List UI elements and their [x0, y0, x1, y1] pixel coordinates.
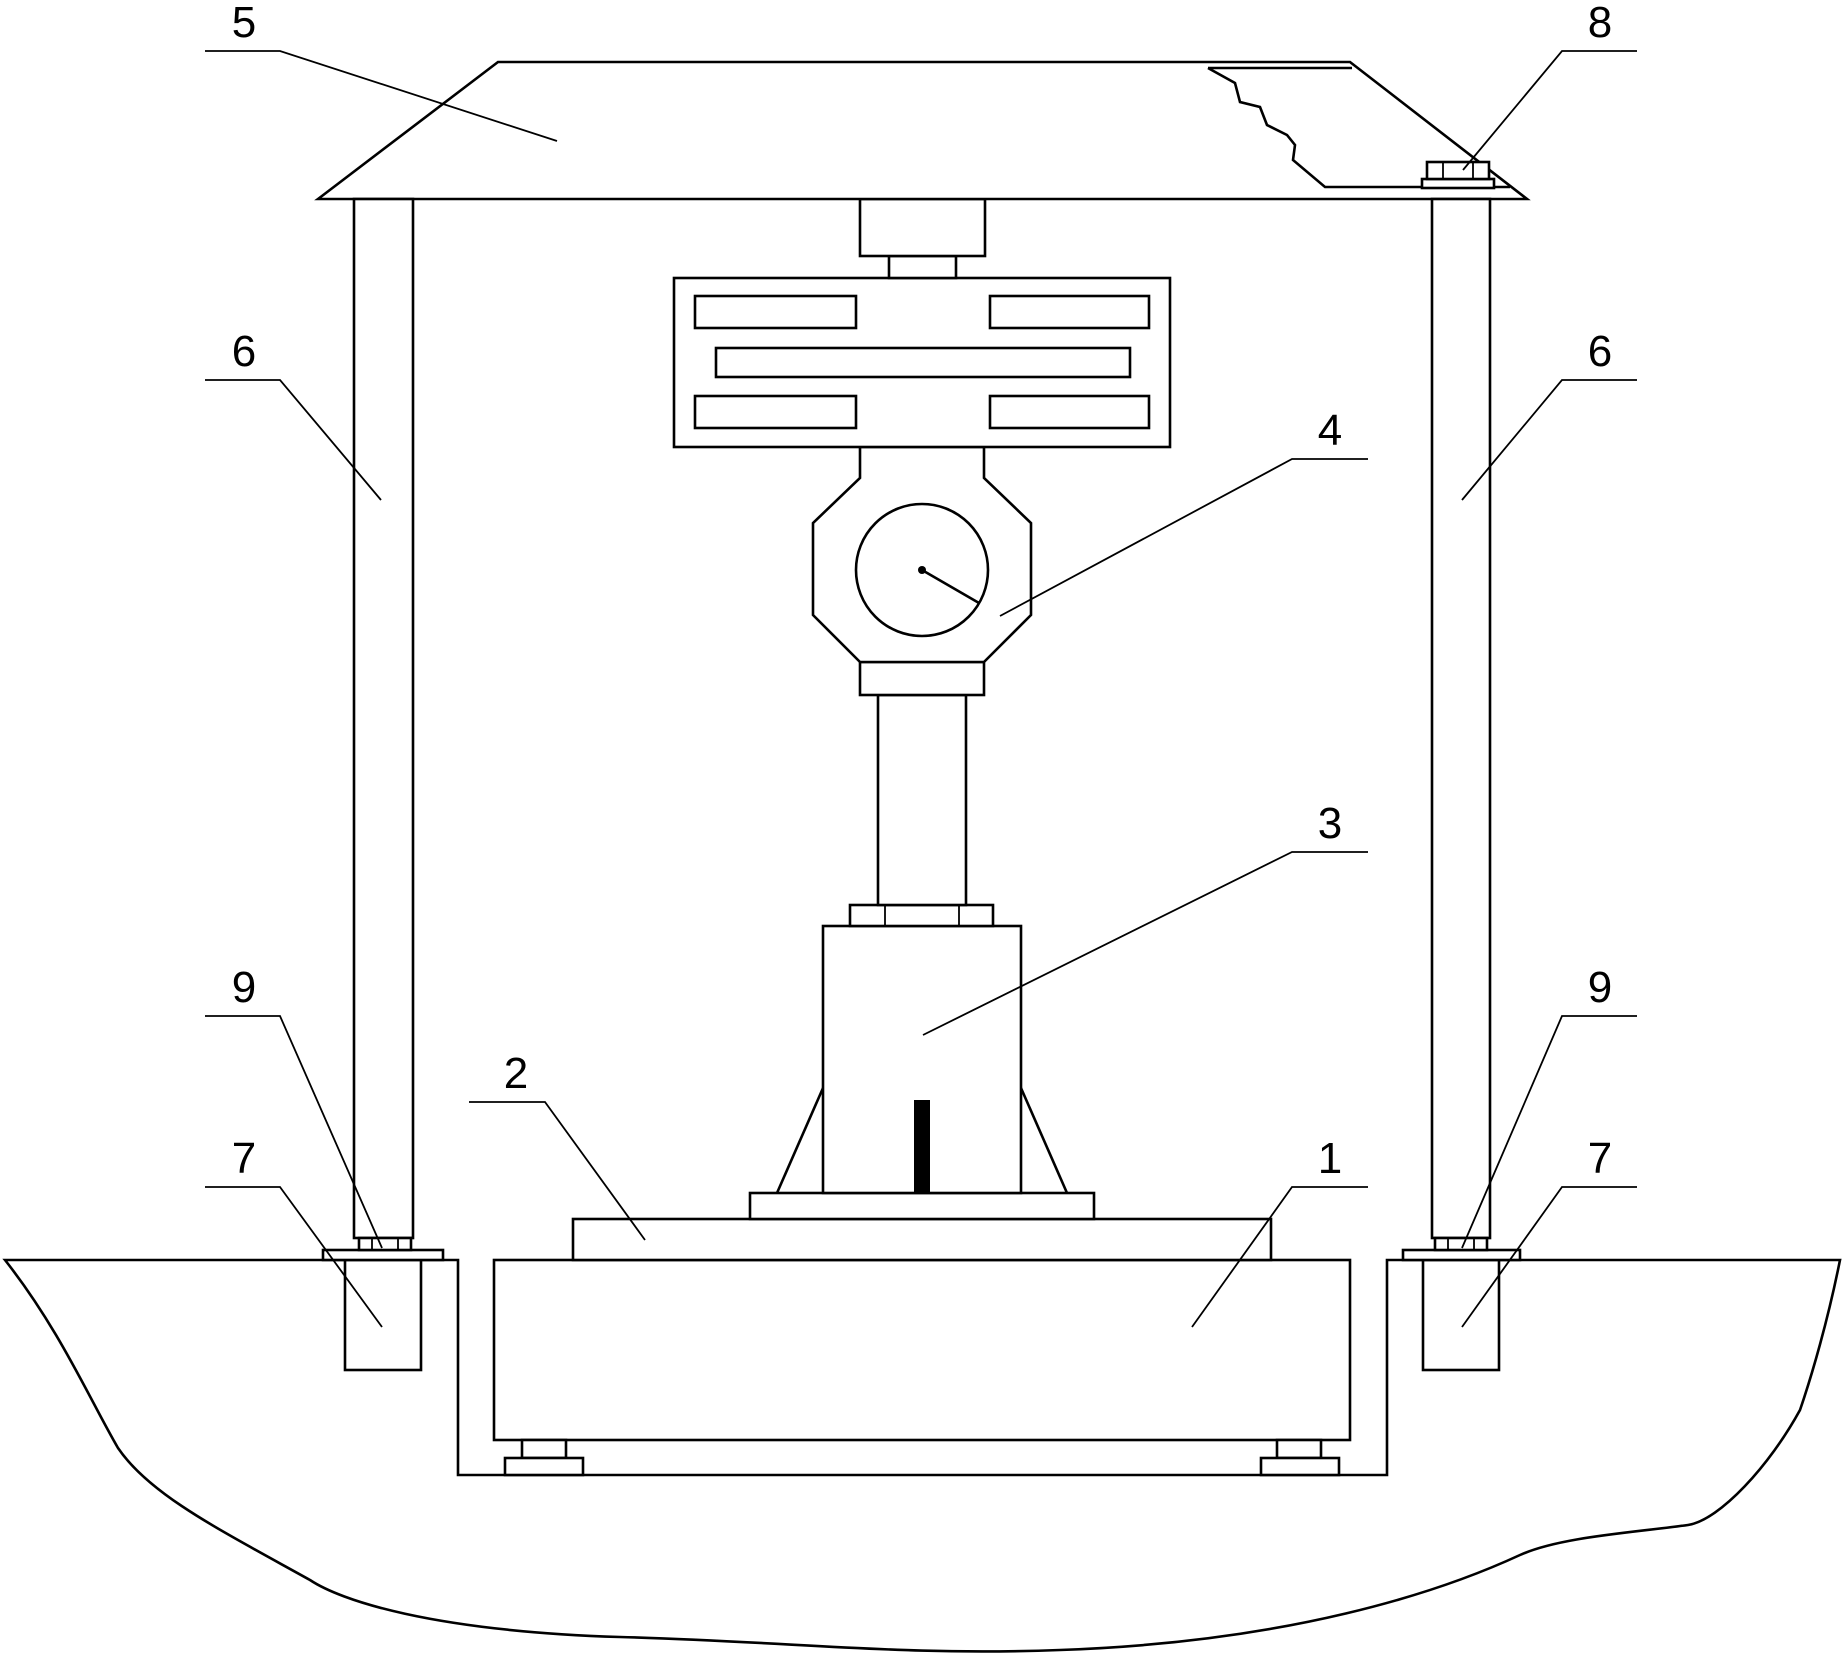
base-foot-left	[503, 1456, 585, 1477]
jack-top-nut	[848, 903, 995, 928]
bottom-nut-left	[357, 1236, 413, 1252]
reaction-beam	[314, 60, 1531, 201]
label-2: 2	[504, 1049, 528, 1098]
jack-brace-right	[1019, 1087, 1069, 1194]
dynamometer-lower-collar	[858, 660, 986, 697]
dial-gauge-needle	[921, 568, 980, 605]
leader-line-7-right	[1461, 1186, 1637, 1328]
leader-line-2	[469, 1101, 646, 1241]
top-nut	[1425, 160, 1491, 181]
dial-gauge-pivot	[918, 566, 926, 574]
label-8: 8	[1588, 0, 1612, 47]
bottom-washer-right	[1401, 1248, 1522, 1262]
load-head-slot-bottom-right	[988, 394, 1151, 430]
platform-base	[492, 1258, 1352, 1442]
reaction-beam-cutaway-break	[1207, 66, 1510, 189]
load-plate	[571, 1217, 1273, 1262]
label-5: 5	[232, 0, 256, 47]
leader-line-6-right	[1461, 379, 1637, 501]
load-head-slot-bottom-left	[693, 394, 858, 430]
anchor-right	[1421, 1258, 1501, 1372]
jack-handle-slot	[914, 1100, 930, 1193]
label-7-right: 7	[1588, 1134, 1612, 1183]
leader-line-4	[999, 458, 1368, 617]
column-right	[1430, 197, 1492, 1240]
jack-base-plate	[748, 1191, 1096, 1221]
load-head-slot-top-left	[693, 294, 858, 330]
leader-line-9-right	[1461, 1015, 1637, 1249]
leader-line-6-left	[205, 379, 382, 501]
base-foot-right	[1259, 1456, 1341, 1477]
leader-line-7-left	[205, 1186, 383, 1328]
load-head-upper-block	[858, 197, 987, 258]
bottom-washer-left	[321, 1248, 445, 1262]
top-washer	[1420, 177, 1496, 190]
load-head-slot-top-right	[988, 294, 1151, 330]
leader-line-8	[1462, 50, 1637, 171]
jack-brace-left	[775, 1087, 825, 1194]
leader-line-5	[205, 50, 558, 142]
label-6-left: 6	[232, 327, 256, 376]
bottom-nut-right	[1433, 1236, 1489, 1252]
column-left	[352, 197, 415, 1240]
anchor-left	[343, 1258, 423, 1372]
leader-line-1	[1191, 1186, 1368, 1328]
jack-piston	[876, 693, 968, 907]
base-foot-right-top	[1275, 1438, 1323, 1460]
leader-line-3	[922, 851, 1368, 1036]
ground-foundation	[2, 1258, 1842, 1653]
load-head-slot-middle	[714, 346, 1132, 379]
leader-line-9-left	[205, 1015, 383, 1249]
label-9-left: 9	[232, 963, 256, 1012]
label-3: 3	[1318, 799, 1342, 848]
base-foot-left-top	[520, 1438, 568, 1460]
label-1: 1	[1318, 1134, 1342, 1183]
label-7-left: 7	[232, 1134, 256, 1183]
label-9-right: 9	[1588, 963, 1612, 1012]
label-4: 4	[1318, 406, 1342, 455]
label-6-right: 6	[1588, 327, 1612, 376]
load-head-neck	[887, 254, 958, 280]
